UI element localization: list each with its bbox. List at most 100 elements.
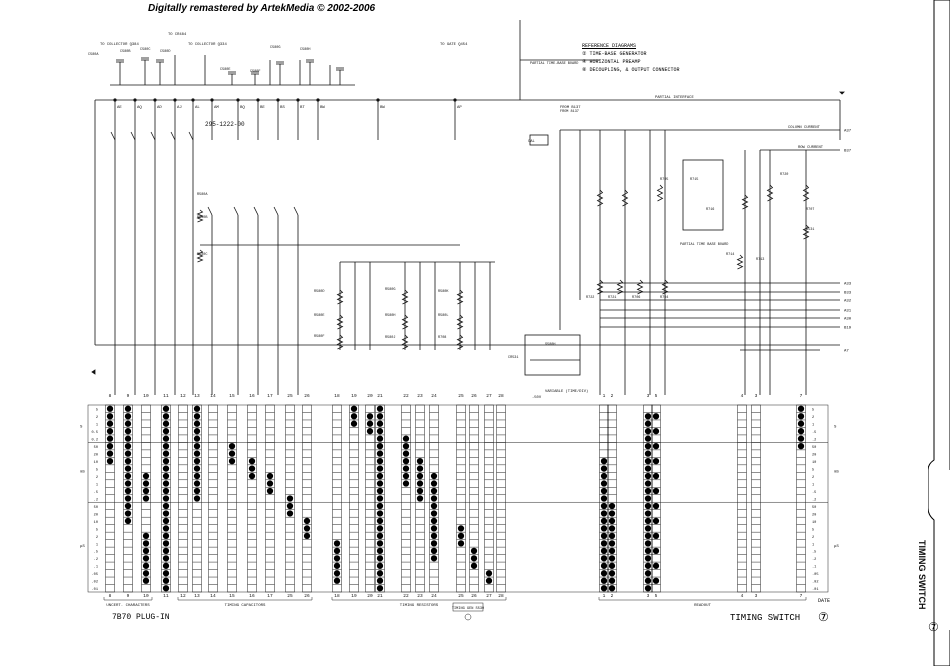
contact-dot <box>430 487 438 495</box>
contact-dot <box>333 570 341 577</box>
component-ref: CR531 <box>508 356 519 360</box>
column-number: 3 <box>647 393 650 399</box>
group-label: READOUT <box>694 604 711 608</box>
contact-dot <box>162 517 170 525</box>
contact-dot <box>376 480 384 487</box>
unit-label: mS <box>834 470 839 474</box>
contact-dot <box>600 457 608 465</box>
contact-dot <box>193 465 201 472</box>
column-number-bottom: 26 <box>304 593 310 599</box>
contact-dot <box>124 413 132 420</box>
contact-dot <box>600 495 608 502</box>
resistor <box>336 314 344 330</box>
component-ref: R720 <box>780 173 788 177</box>
column-number-bottom: 16 <box>249 593 255 599</box>
component-ref: R721 <box>608 296 616 300</box>
row-label-right: 50 <box>812 506 816 510</box>
contact-dot <box>416 465 424 472</box>
column-number-bottom: 25 <box>458 593 464 599</box>
contact-dot <box>142 532 150 540</box>
timing-gen-label: TIMING GEN S530 <box>452 607 484 611</box>
plug-pin-label: B19 <box>844 327 852 331</box>
contact-dot <box>600 562 608 569</box>
contact-dot <box>106 413 114 420</box>
contact-dot <box>600 487 608 495</box>
switch-column <box>332 404 342 593</box>
column-number: 26 <box>304 393 310 399</box>
side-tab-title: TIMING SWITCH <box>917 540 927 610</box>
row-label-right: 20 <box>812 453 816 457</box>
resistor <box>456 314 464 330</box>
contact-dot <box>797 405 805 412</box>
component-ref: R722 <box>586 296 594 300</box>
contact-dot <box>162 487 170 495</box>
row-label-right: .2 <box>812 498 816 502</box>
row-label-left: 1 <box>96 483 98 487</box>
contact-dot <box>376 525 384 532</box>
contact-dot <box>652 562 660 569</box>
row-label-right: .02 <box>812 581 818 585</box>
chart-labels: 8899101011111212131314141515161617172525… <box>80 393 839 611</box>
component-ref: R580A <box>197 193 208 197</box>
contact-dot <box>644 547 652 555</box>
column-number-bottom: 13 <box>194 593 200 599</box>
component-ref: C580D <box>160 50 171 54</box>
remaster-credit: Digitally remastered by ArtekMedia © 200… <box>148 3 376 14</box>
row-label-right: 2 <box>812 476 814 480</box>
row-label-left: 2 <box>96 416 98 420</box>
contact-dot <box>797 442 805 450</box>
column-number-bottom: 3 <box>755 593 758 599</box>
column-number: 23 <box>417 393 423 399</box>
contact-dot <box>286 510 294 517</box>
contact-dot <box>797 428 805 435</box>
contact-dot <box>600 465 608 472</box>
contact-dot <box>106 405 114 412</box>
switch-arm <box>293 206 299 216</box>
reference-number: 295-1222-00 <box>205 121 245 128</box>
top-label: PARTIAL INTERFACE <box>655 96 694 100</box>
contact-dot <box>350 405 358 412</box>
contact-dot <box>333 540 341 547</box>
contact-dot <box>376 435 384 442</box>
junction <box>256 98 260 102</box>
contact-dot <box>652 428 660 435</box>
column-number-bottom: 27 <box>486 593 492 599</box>
contact-dot <box>162 525 170 532</box>
contact-dot <box>600 547 608 555</box>
plug-pin-label: B33 <box>844 292 852 296</box>
reference-item: ② TIME-BASE GENERATOR <box>582 51 647 57</box>
component-ref: C580F <box>250 70 261 74</box>
contact-dot <box>286 495 294 502</box>
contact-dot <box>608 502 616 510</box>
note: CAL <box>528 140 536 144</box>
contact-dot <box>333 547 341 555</box>
schematic-wiring <box>91 20 845 395</box>
junction <box>376 98 380 102</box>
switch-column <box>192 404 202 593</box>
column-number-bottom: 26 <box>471 593 477 599</box>
cal-box <box>529 134 549 146</box>
contact-dot <box>124 435 132 442</box>
contact-dot <box>430 547 438 555</box>
contact-dot <box>376 570 384 577</box>
contact-dot <box>162 457 170 465</box>
column-number: 12 <box>180 393 186 399</box>
contact-dot <box>142 540 150 547</box>
column-number-bottom: 3 <box>647 593 650 599</box>
column-number-bottom: 25 <box>287 593 293 599</box>
contact-dot <box>485 577 493 584</box>
column-number: 19 <box>351 393 357 399</box>
contact-dot <box>193 413 201 420</box>
column-number: 11 <box>163 393 169 399</box>
switch-column <box>302 404 312 593</box>
switch-column <box>285 404 295 593</box>
contact-dot <box>644 540 652 547</box>
contact-dot <box>608 570 616 577</box>
contact-dot <box>193 428 201 435</box>
row-label-right: 5 <box>812 528 814 532</box>
row-label-left: 5 <box>96 409 98 413</box>
contact-dot <box>644 420 652 427</box>
contact-dot <box>162 405 170 412</box>
contact-dot <box>124 442 132 450</box>
wafer-letter: AQ <box>137 106 142 110</box>
